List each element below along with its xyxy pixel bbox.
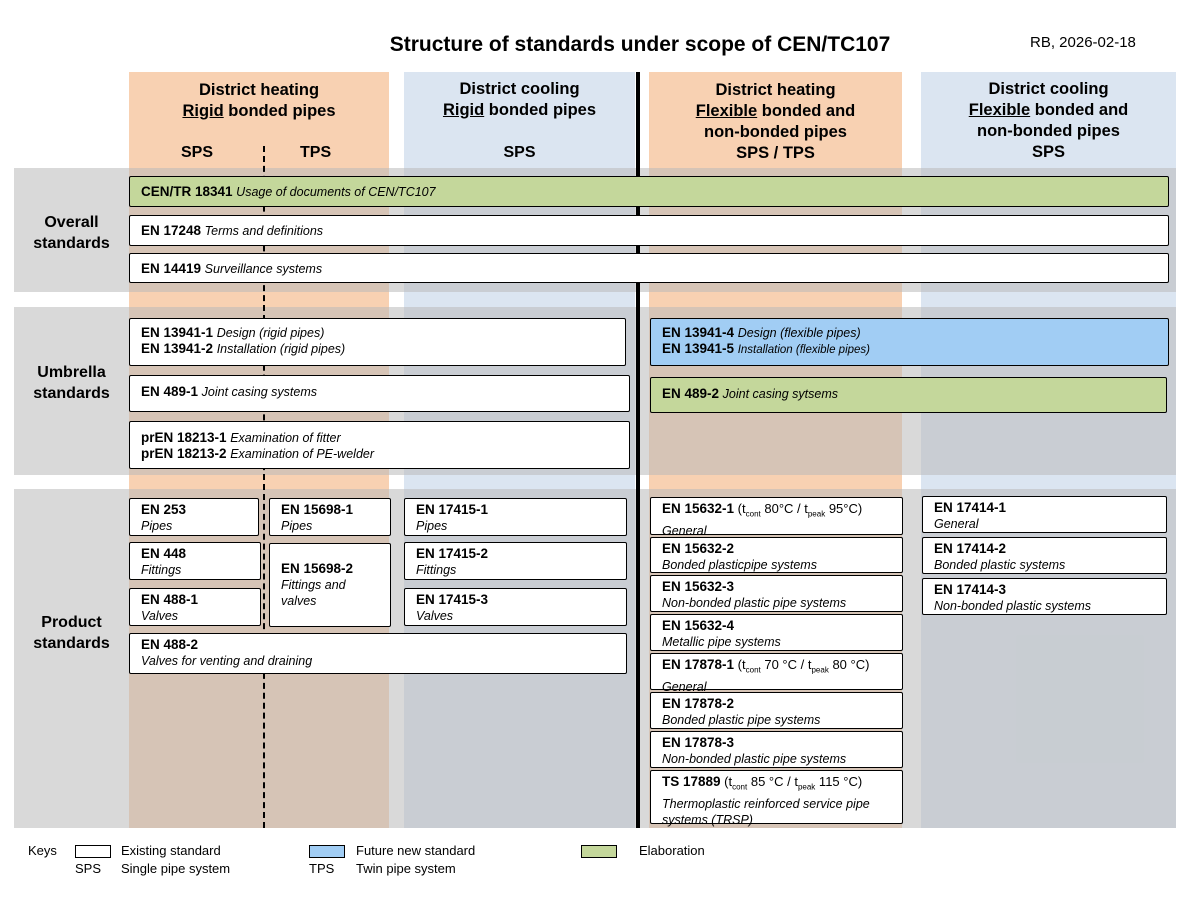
standard-en-488-2: EN 488-2 Valves for venting and draining: [129, 633, 627, 674]
column-header-dh-rigid: District heating Rigid bonded pipes: [182, 81, 336, 120]
sub-header-tps: TPS: [300, 144, 332, 161]
standard-en-488-1: EN 488-1 Valves: [129, 588, 261, 626]
rigid-flexible-divider: [636, 72, 640, 828]
standard-en-15698-1: EN 15698-1 Pipes: [269, 498, 391, 536]
legend-future-swatch: [309, 845, 345, 858]
sps-tps-divider: [263, 146, 265, 828]
legend-future-label: Future new standard: [356, 843, 476, 858]
standard-en-17415-1: EN 17415-1 Pipes: [404, 498, 627, 536]
standard-en-15632-4: EN 15632-4 Metallic pipe systems: [650, 614, 903, 651]
legend-tps-desc: Twin pipe system: [356, 861, 456, 876]
standard-en-17248: EN 17248 Terms and definitions: [129, 215, 1169, 246]
legend-sps-desc: Single pipe system: [121, 861, 231, 876]
standard-en-448: EN 448 Fittings: [129, 542, 261, 580]
standard-en-14419: EN 14419 Surveillance systems: [129, 253, 1169, 283]
sub-header-sps: SPS: [181, 144, 214, 161]
standard-en-17414-1: EN 17414-1 General: [922, 496, 1167, 533]
standard-en-13941-rigid: EN 13941-1 Design (rigid pipes) EN 13941…: [129, 318, 626, 366]
column-header-dc-rigid: District cooling Rigid bonded pipes: [442, 80, 597, 119]
standard-en-17878-1: EN 17878-1 (tcont 70 °C / tpeak 80 °C) G…: [650, 653, 903, 694]
standard-en-15632-3: EN 15632-3 Non-bonded plastic pipe syste…: [650, 575, 903, 612]
standard-en-17878-3: EN 17878-3 Non-bonded plastic pipe syste…: [650, 731, 903, 768]
legend-sps-abbr: SPS: [75, 861, 102, 876]
standard-en-17414-3: EN 17414-3 Non-bonded plastic systems: [922, 578, 1167, 615]
standard-en-15698-2: EN 15698-2 Fittings and valves: [269, 543, 391, 627]
page-title: Structure of standards under scope of CE…: [389, 33, 891, 56]
standard-ts-17889: TS 17889 (tcont 85 °C / tpeak 115 °C) Th…: [650, 770, 903, 827]
column-header-dh-flexible: District heating Flexible bonded and non…: [695, 81, 856, 162]
standard-en-489-1: EN 489-1 Joint casing systems: [129, 375, 630, 412]
legend-keys-label: Keys: [28, 843, 57, 858]
standard-pren-18213: prEN 18213-1 Examination of fitter prEN …: [129, 421, 630, 469]
standard-en-15632-2: EN 15632-2 Bonded plasticpipe systems: [650, 537, 903, 573]
standard-en-253: EN 253 Pipes: [129, 498, 259, 536]
column-header-dc-flexible: District cooling Flexible bonded and non…: [968, 80, 1129, 161]
standard-en-17414-2: EN 17414-2 Bonded plastic systems: [922, 537, 1167, 574]
legend-existing-label: Existing standard: [121, 843, 221, 858]
legend-tps-abbr: TPS: [309, 861, 335, 876]
author-date: RB, 2026-02-18: [1030, 34, 1136, 51]
standard-en-13941-flexible: EN 13941-4 Design (flexible pipes) EN 13…: [650, 318, 1169, 366]
legend-elaboration-label: Elaboration: [639, 843, 705, 858]
standard-en-15632-1: EN 15632-1 (tcont 80°C / tpeak 95°C) Gen…: [650, 497, 903, 538]
legend-elaboration-swatch: [581, 845, 617, 858]
standard-cen-tr-18341: CEN/TR 18341 Usage of documents of CEN/T…: [129, 176, 1169, 207]
legend-existing-swatch: [75, 845, 111, 858]
standard-en-489-2: EN 489-2 Joint casing sytsems: [650, 377, 1167, 413]
standard-en-17878-2: EN 17878-2 Bonded plastic pipe systems: [650, 692, 903, 729]
sub-header-dc-sps: SPS: [503, 144, 536, 161]
standard-en-17415-2: EN 17415-2 Fittings: [404, 542, 627, 580]
standard-en-17415-3: EN 17415-3 Valves: [404, 588, 627, 626]
